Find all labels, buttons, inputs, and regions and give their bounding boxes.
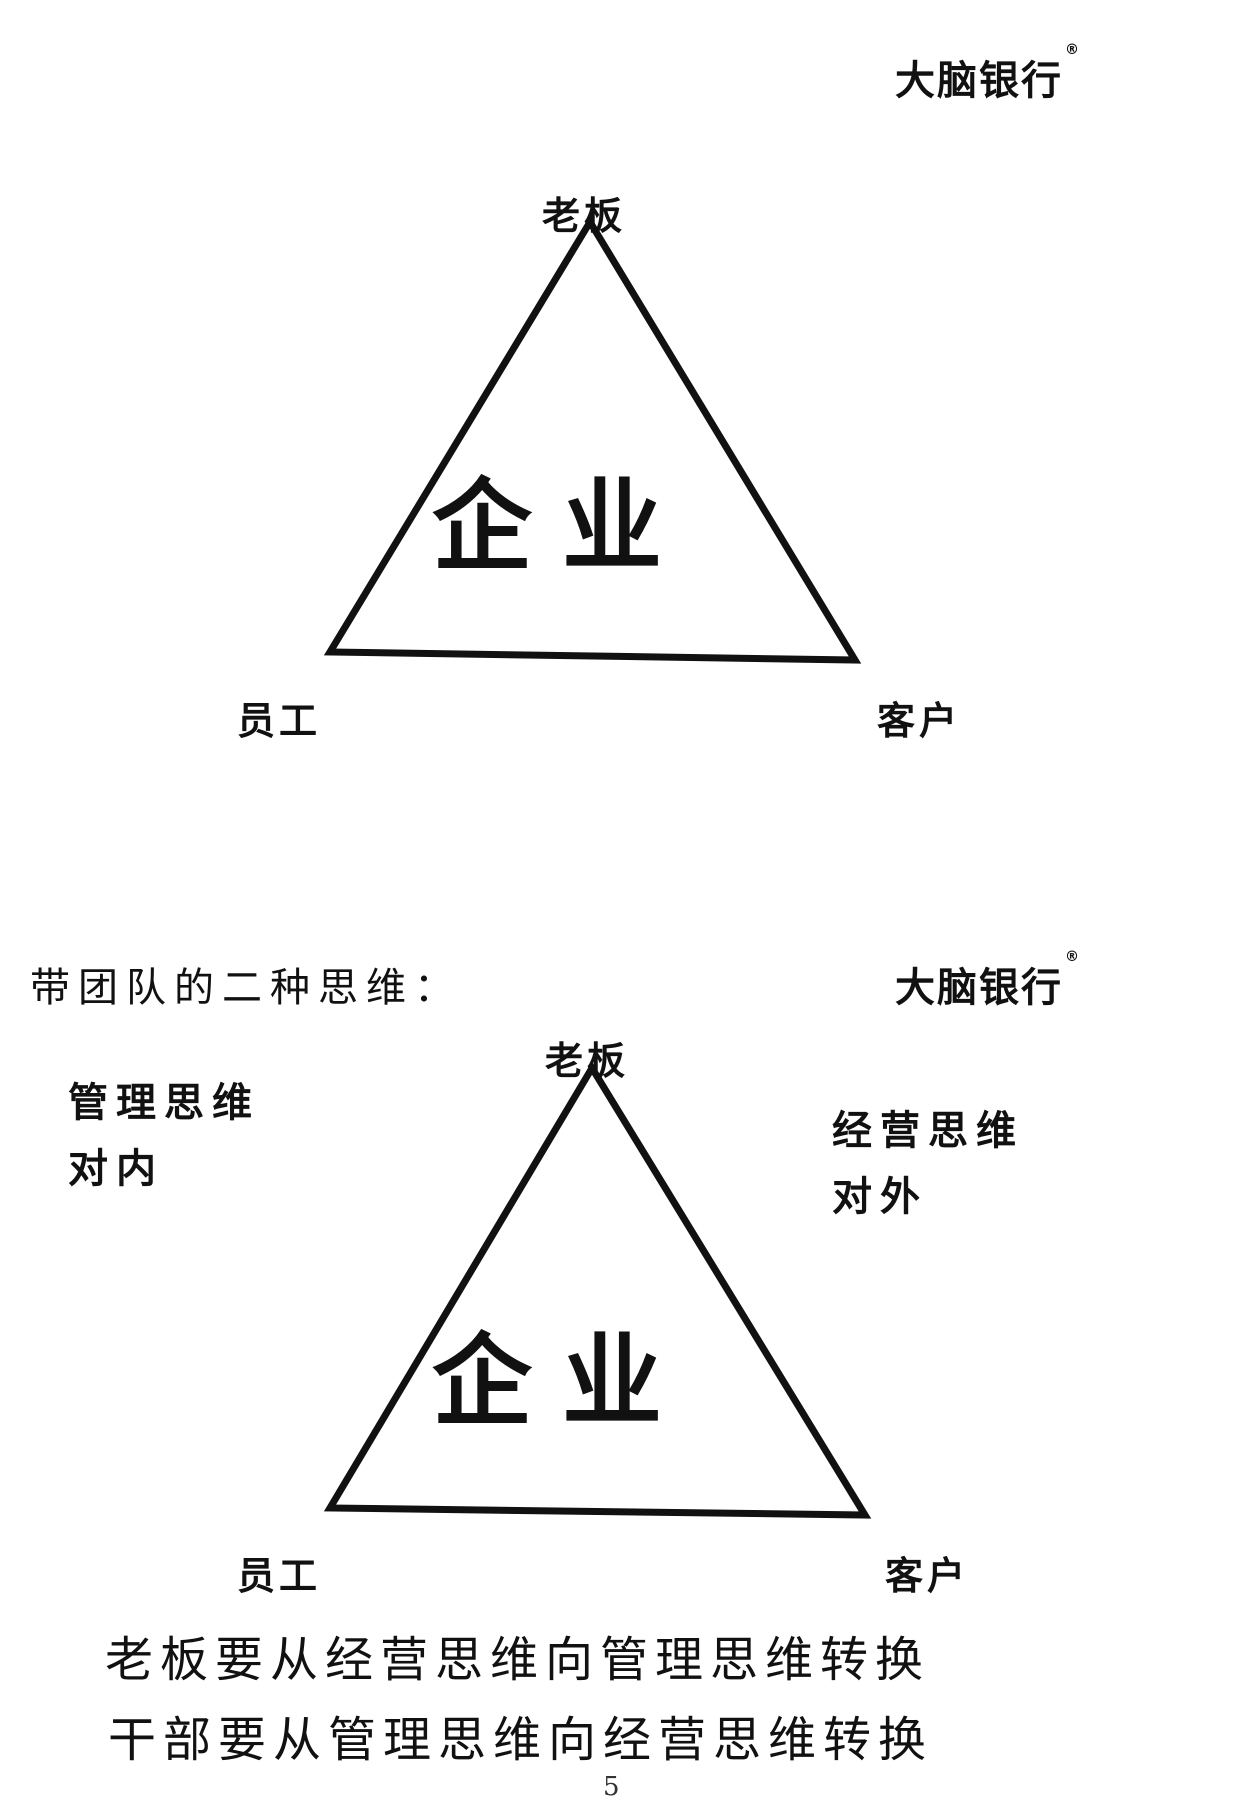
label-operation-title: 经营思维 <box>832 1108 1024 1154</box>
center-enterprise-bottom: 企业 <box>432 1322 692 1440</box>
label-management-thinking: 管理思维 对内 <box>68 1070 260 1202</box>
vertex-customer-bottom: 客户 <box>885 1554 970 1598</box>
vertex-boss-top: 老板 <box>542 194 627 238</box>
brand-text: 大脑银行 <box>895 965 1063 1011</box>
label-operation-thinking: 经营思维 对外 <box>832 1098 1024 1230</box>
brand-text: 大脑银行 <box>895 58 1063 104</box>
statement-cadre: 干部要从管理思维向经营思维转换 <box>108 1712 934 1768</box>
vertex-boss-bottom: 老板 <box>545 1039 630 1083</box>
vertex-customer-top: 客户 <box>877 699 962 743</box>
triangle-outline-bottom <box>323 1061 872 1519</box>
label-management-title: 管理思维 <box>68 1080 260 1126</box>
statement-boss: 老板要从经营思维向管理思维转换 <box>105 1632 931 1688</box>
brand-logo-top: 大脑银行® <box>895 42 1081 106</box>
registered-mark: ® <box>1065 42 1081 58</box>
registered-mark: ® <box>1065 949 1081 965</box>
label-external: 对外 <box>832 1174 928 1220</box>
center-enterprise-top: 企业 <box>432 467 692 585</box>
label-internal: 对内 <box>68 1146 164 1192</box>
vertex-employee-bottom: 员工 <box>237 1554 322 1598</box>
brand-logo-bottom: 大脑银行® <box>895 949 1081 1013</box>
page-number: 5 <box>603 1772 620 1802</box>
triangle-outline-top <box>323 215 862 664</box>
section-heading: 带团队的二种思维： <box>30 965 462 1011</box>
vertex-employee-top: 员工 <box>237 699 322 743</box>
